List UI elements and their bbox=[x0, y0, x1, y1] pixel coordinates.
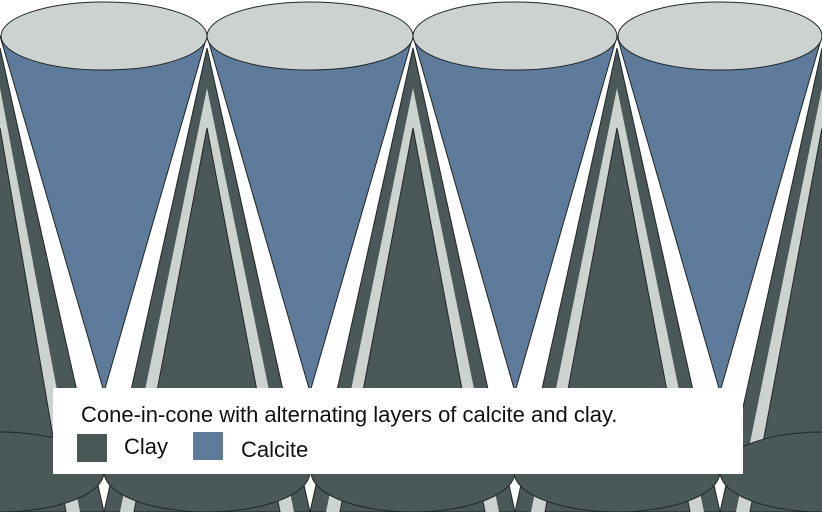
legend-label-clay: Clay bbox=[124, 434, 169, 459]
cone-top-ellipse-2 bbox=[206, 1, 414, 71]
caption-box: Cone-in-cone with alternating layers of … bbox=[53, 388, 743, 474]
legend-swatch-calcite bbox=[193, 432, 223, 460]
cone-top-ellipse-3 bbox=[412, 1, 618, 71]
legend-label-calcite: Calcite bbox=[241, 437, 309, 462]
legend-swatch-clay bbox=[77, 434, 107, 462]
clay-cone-right-edge bbox=[719, 47, 822, 512]
cone-top-ellipse-4 bbox=[617, 1, 822, 71]
diagram-caption: Cone-in-cone with alternating layers of … bbox=[81, 402, 618, 427]
cone-top-ellipse-1 bbox=[0, 1, 208, 71]
